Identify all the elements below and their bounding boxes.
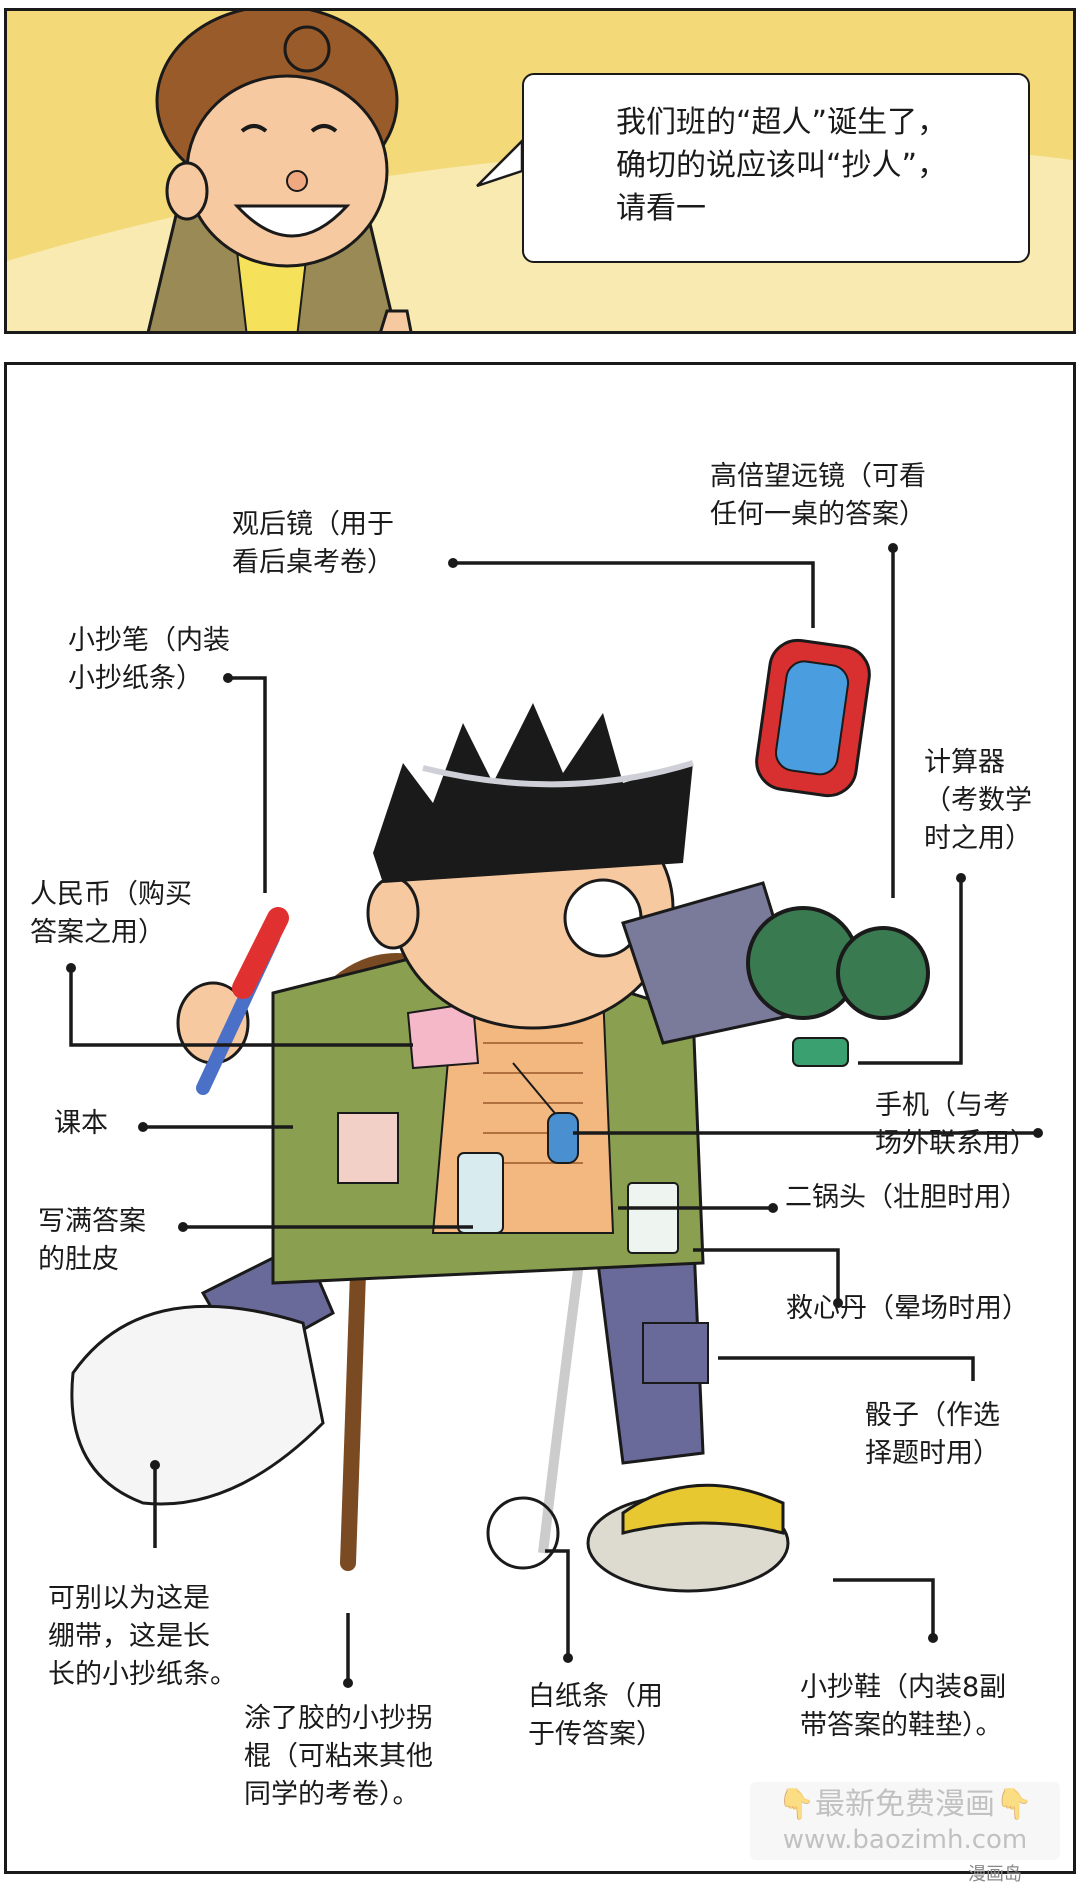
cheater-illustration (66, 543, 1043, 1688)
label-pen: 小抄笔（内装 小抄纸条） (68, 625, 230, 694)
label-binoculars: 高倍望远镜（可看 任何一桌的答案） (710, 461, 926, 530)
watermark-url: www.baozimh.com (782, 1825, 1028, 1855)
watermark-logo: 漫画岛 (968, 1864, 1022, 1885)
label-pills: 救心丹（晕场时用） (786, 1293, 1029, 1324)
label-calculator: 计算器 （考数学 时之用） (924, 747, 1032, 854)
main-panel (4, 362, 1076, 1874)
label-phone: 手机（与考 场外联系用） (875, 1090, 1037, 1159)
watermark-line1: 👇最新免费漫画👇 (777, 1787, 1033, 1822)
top-panel: 我们班的“超人”诞生了，确切的说应该叫“抄人”，请看一 (4, 8, 1076, 334)
leader-lines (69, 548, 1038, 1683)
label-cane: 涂了胶的小抄拐 棍（可粘来其他 同学的考卷）。 (244, 1703, 433, 1810)
speech-bubble: 我们班的“超人”诞生了，确切的说应该叫“抄人”，请看一 (522, 73, 1030, 263)
label-bandage: 可别以为这是 绷带，这是长 长的小抄纸条。 (48, 1583, 237, 1690)
label-textbook: 课本 (54, 1108, 108, 1139)
leader-dots (66, 543, 1043, 1688)
label-liquor: 二锅头（壮胆时用） (785, 1182, 1028, 1213)
label-money: 人民币（购买 答案之用） (30, 879, 192, 948)
label-paper-strip: 白纸条（用 于传答案） (528, 1681, 663, 1750)
label-rearview-mirror: 观后镜（用于 看后桌考卷） (232, 509, 394, 578)
label-dice: 骰子（作选 择题时用） (865, 1400, 1000, 1469)
label-belly: 写满答案 的肚皮 (38, 1206, 146, 1275)
speech-text: 我们班的“超人”诞生了，确切的说应该叫“抄人”，请看一 (616, 105, 948, 226)
label-shoes: 小抄鞋（内装8副 带答案的鞋垫）。 (800, 1672, 1007, 1741)
watermark: 👇最新免费漫画👇 www.baozimh.com (750, 1782, 1060, 1860)
